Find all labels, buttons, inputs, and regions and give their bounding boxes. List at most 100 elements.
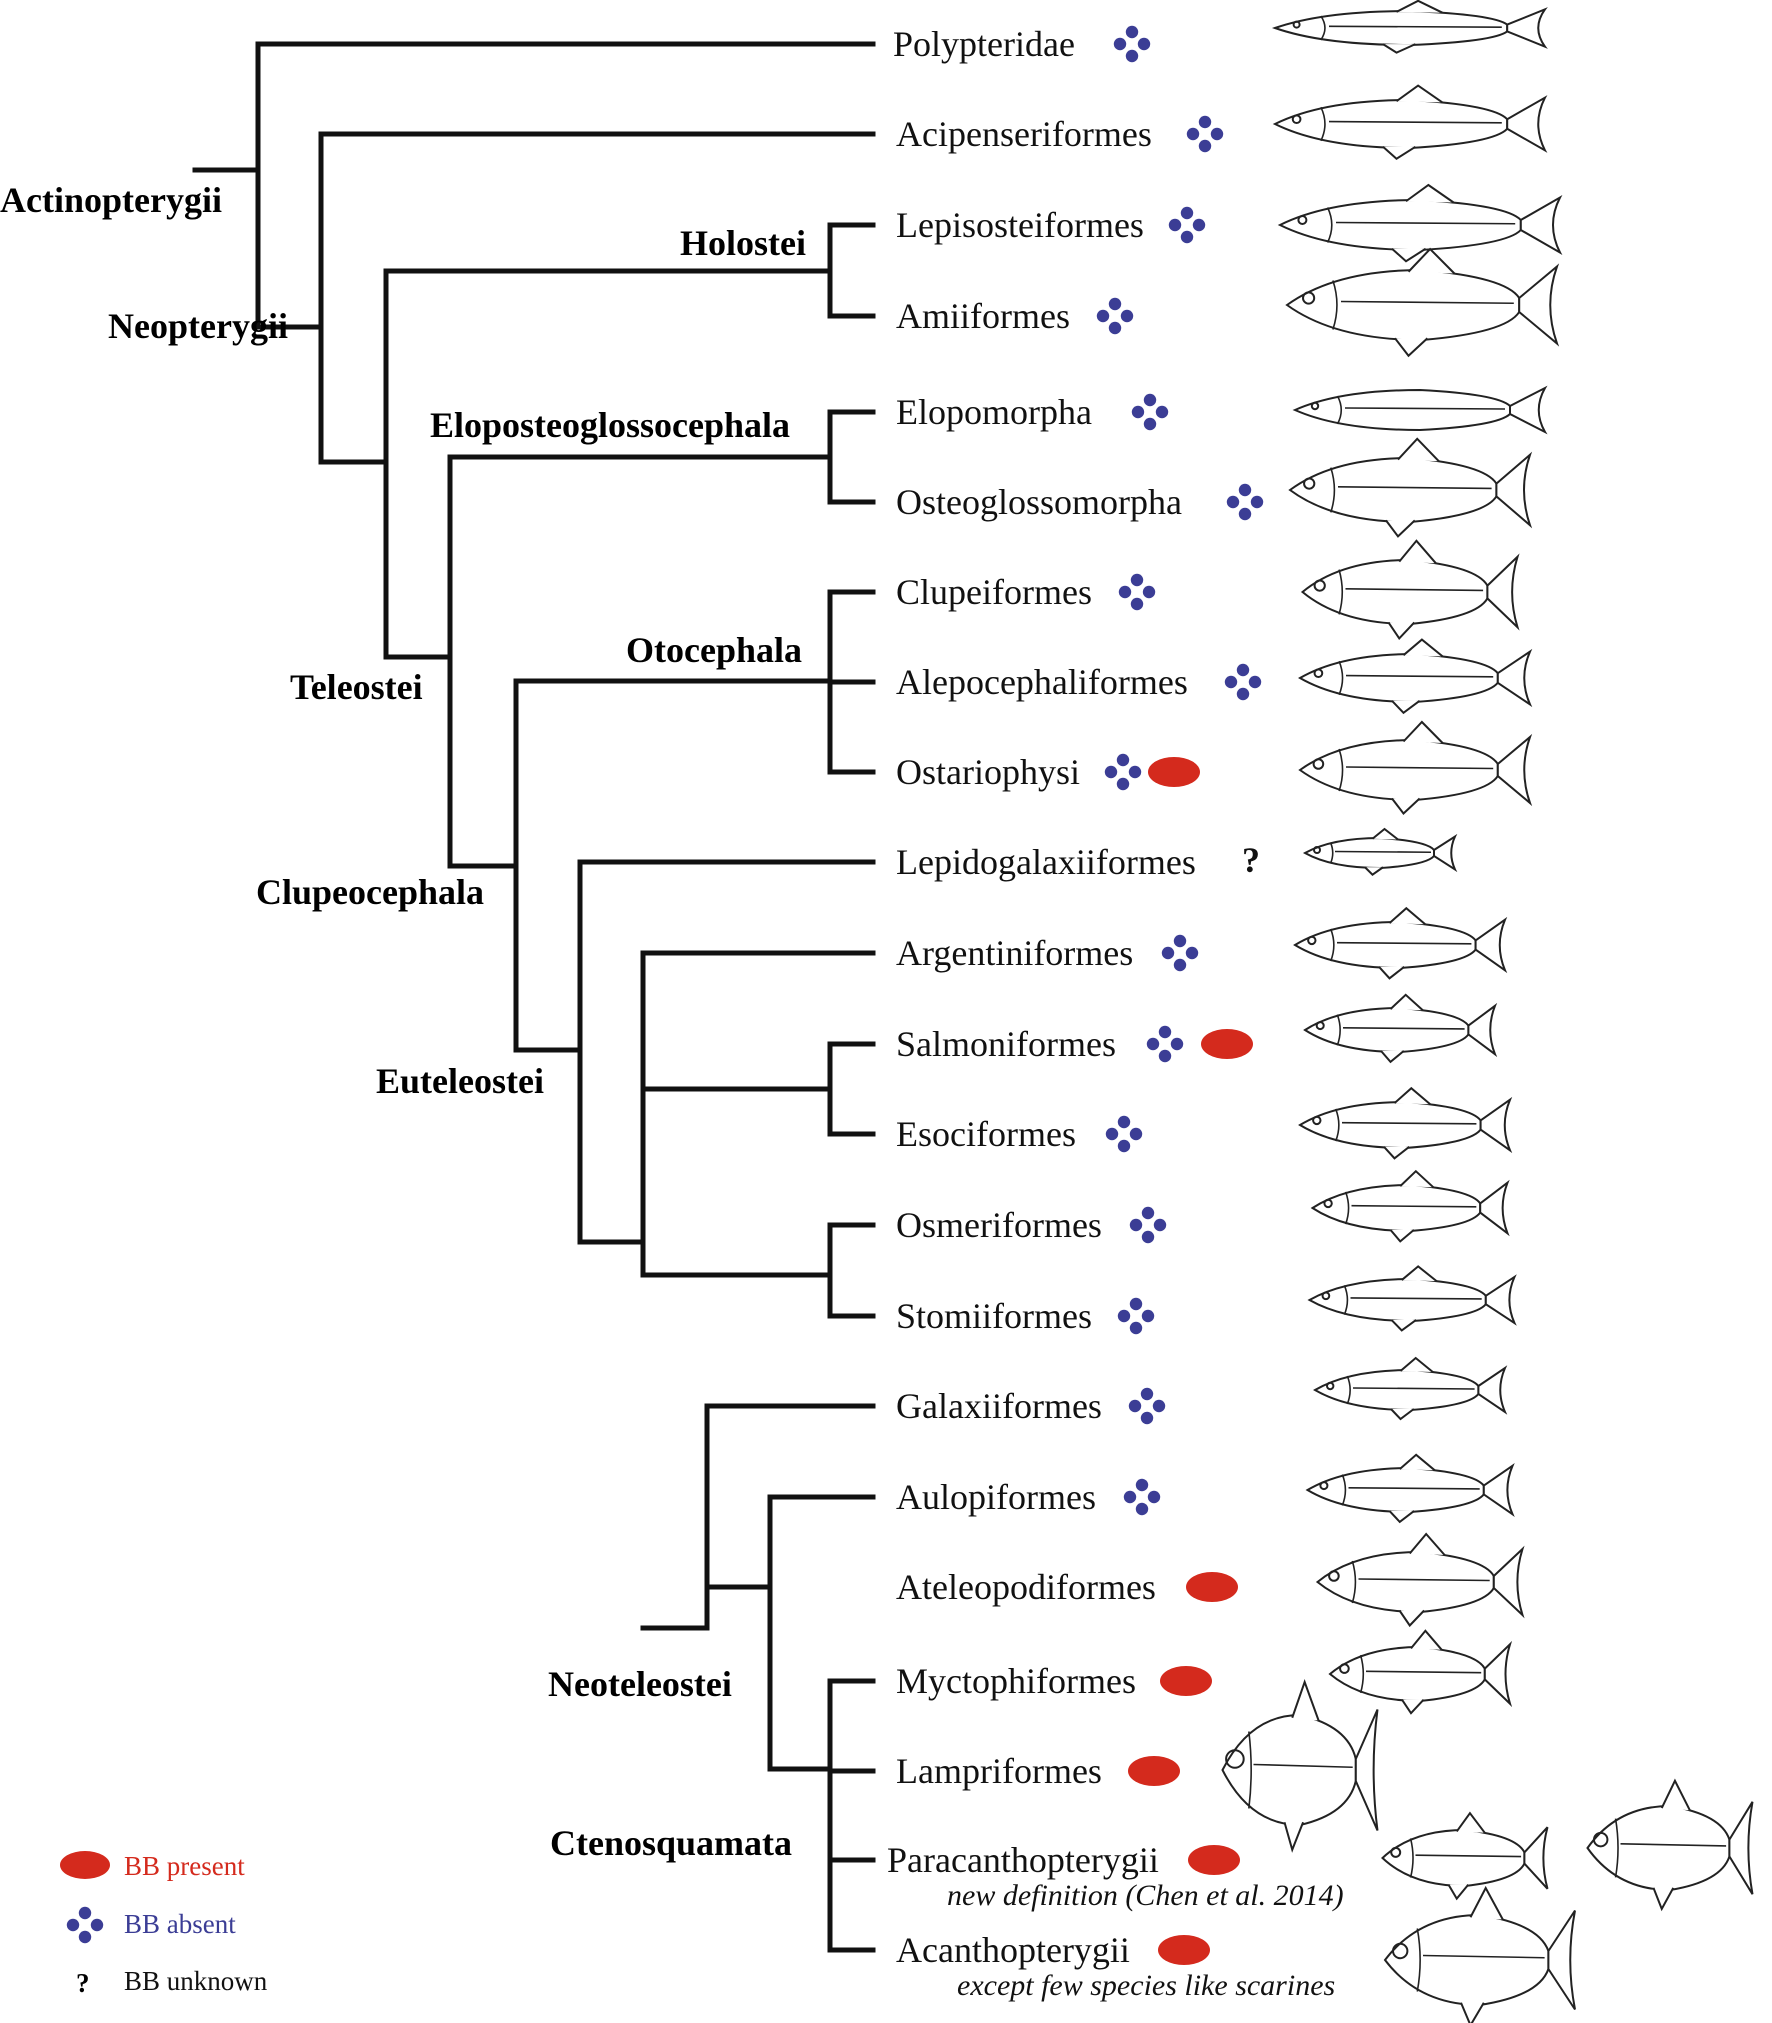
fish-illustration <box>1383 1885 1576 2023</box>
fish-illustration <box>1288 437 1533 538</box>
bb-absent-icon <box>1123 1478 1161 1516</box>
bb-present-icon <box>1160 1666 1212 1696</box>
fish-illustration <box>1285 247 1560 358</box>
taxon-row: Osmeriformes <box>896 1205 1167 1245</box>
bb-absent-icon <box>1146 1025 1184 1063</box>
taxon-row: Clupeiformes <box>896 572 1156 612</box>
taxon-row: Ateleopodiformes <box>896 1567 1238 1607</box>
taxon-note: except few species like scarines <box>957 1969 1335 2002</box>
taxon-row: Amiiformes <box>896 296 1134 336</box>
taxon-name: Osteoglossomorpha <box>896 482 1182 522</box>
taxon-name: Aulopiformes <box>896 1477 1096 1517</box>
clade-label-otocephala: Otocephala <box>626 630 802 670</box>
fish-illustration <box>1328 1629 1513 1715</box>
bb-absent-icon <box>66 1906 104 1944</box>
legend-unknown-label: BB unknown <box>124 1966 268 1996</box>
legend-unknown-symbol: ? <box>76 1968 90 1998</box>
bb-absent-icon <box>1096 297 1134 335</box>
taxon-row: Stomiiformes <box>896 1296 1155 1336</box>
taxon-note: new definition (Chen et al. 2014) <box>947 1879 1344 1912</box>
taxon-name: Galaxiiformes <box>896 1386 1102 1426</box>
taxon-name: Salmoniformes <box>896 1024 1116 1064</box>
taxon-name: Paracanthopterygii <box>887 1840 1159 1880</box>
legend-absent-label: BB absent <box>124 1909 236 1939</box>
fish-illustration <box>1277 183 1563 263</box>
bb-absent-icon <box>1168 206 1206 244</box>
taxon-name: Elopomorpha <box>896 392 1092 432</box>
clade-label-holostei: Holostei <box>680 223 806 263</box>
fish-illustration <box>1381 1811 1549 1901</box>
legend-present-symbol <box>60 1851 110 1879</box>
bb-unknown-icon: ? <box>1242 840 1260 880</box>
fish-illustration <box>1310 1169 1510 1243</box>
fish-illustration <box>1271 0 1548 54</box>
bb-absent-icon <box>1118 573 1156 611</box>
taxon-name: Ostariophysi <box>896 752 1080 792</box>
fish-illustration <box>1221 1679 1379 1853</box>
bb-absent-icon <box>1131 393 1169 431</box>
fish-illustration <box>1313 1356 1508 1421</box>
bb-absent-icon <box>1129 1206 1167 1244</box>
legend-present-label: BB present <box>124 1851 245 1881</box>
fish-illustrations <box>1221 0 1754 2023</box>
legend-absent-symbol <box>66 1906 104 1944</box>
bb-absent-icon <box>1113 25 1151 63</box>
taxon-name: Alepocephaliformes <box>896 662 1188 702</box>
fish-illustration <box>1298 638 1533 715</box>
bb-absent-icon <box>1161 934 1199 972</box>
clade-label-neoteleostei: Neoteleostei <box>548 1664 732 1704</box>
taxon-row: Argentiniformes <box>896 933 1199 973</box>
fish-illustration <box>1315 1532 1525 1628</box>
taxon-name: Amiiformes <box>896 296 1070 336</box>
taxon-name: Clupeiformes <box>896 572 1092 612</box>
taxon-name: Ateleopodiformes <box>896 1567 1156 1607</box>
taxon-name: Polypteridae <box>893 24 1075 64</box>
fish-illustration <box>1307 1265 1517 1332</box>
bb-present-icon <box>1158 1935 1210 1965</box>
taxon-name: Acanthopterygii <box>896 1930 1130 1970</box>
clade-label-euteleostei: Euteleostei <box>376 1061 544 1101</box>
taxon-name: Lepidogalaxiiformes <box>896 842 1196 882</box>
taxon-row: Osteoglossomorpha <box>896 482 1264 522</box>
bb-absent-icon <box>1117 1297 1155 1335</box>
fish-illustration <box>1305 1453 1515 1524</box>
taxon-row: Lepidogalaxiiformes? <box>896 840 1260 882</box>
taxon-row: Lampriformes <box>896 1751 1180 1791</box>
taxon-row: Acipenseriformes <box>896 114 1224 154</box>
fish-illustration <box>1293 906 1508 980</box>
fish-illustration <box>1303 993 1498 1064</box>
taxon-name: Lampriformes <box>896 1751 1102 1791</box>
bb-absent-icon <box>1226 483 1264 521</box>
clade-label-teleostei: Teleostei <box>290 667 423 707</box>
fish-illustration <box>1302 827 1458 877</box>
taxon-name: Myctophiformes <box>896 1661 1136 1701</box>
bb-present-icon <box>1201 1029 1253 1059</box>
bb-absent-icon <box>1186 115 1224 153</box>
bb-present-icon <box>1128 1756 1180 1786</box>
taxon-name: Argentiniformes <box>896 933 1133 973</box>
clade-labels: Actinopterygii Neopterygii Holostei Tele… <box>0 180 806 1863</box>
bb-absent-icon <box>1224 663 1262 701</box>
fish-illustration <box>1586 1778 1754 1912</box>
clade-label-ctenosquamata: Ctenosquamata <box>550 1823 792 1863</box>
tree-branches <box>192 41 876 1953</box>
clade-label-neopterygii: Neopterygii <box>108 306 288 346</box>
bb-absent-icon <box>1104 753 1142 791</box>
clade-label-eloposteoglossocephala: Eloposteoglossocephala <box>430 405 790 445</box>
bb-present-icon <box>1148 757 1200 787</box>
taxon-row: Esociformes <box>896 1114 1143 1154</box>
bb-present-icon <box>1186 1572 1238 1602</box>
taxon-list: PolypteridaeAcipenseriformesLepisosteifo… <box>887 24 1344 2002</box>
fish-illustration <box>1298 1086 1513 1160</box>
legend: BB present BB absent ? BB unknown <box>60 1851 268 1998</box>
bb-present-icon <box>1188 1845 1240 1875</box>
taxon-name: Osmeriformes <box>896 1205 1102 1245</box>
fish-illustration <box>1300 539 1520 640</box>
fish-illustration <box>1272 84 1548 161</box>
taxon-name: Acipenseriformes <box>896 114 1152 154</box>
taxon-name: Lepisosteiformes <box>896 205 1144 245</box>
taxon-row: Alepocephaliformes <box>896 662 1262 702</box>
taxon-name: Stomiiformes <box>896 1296 1092 1336</box>
